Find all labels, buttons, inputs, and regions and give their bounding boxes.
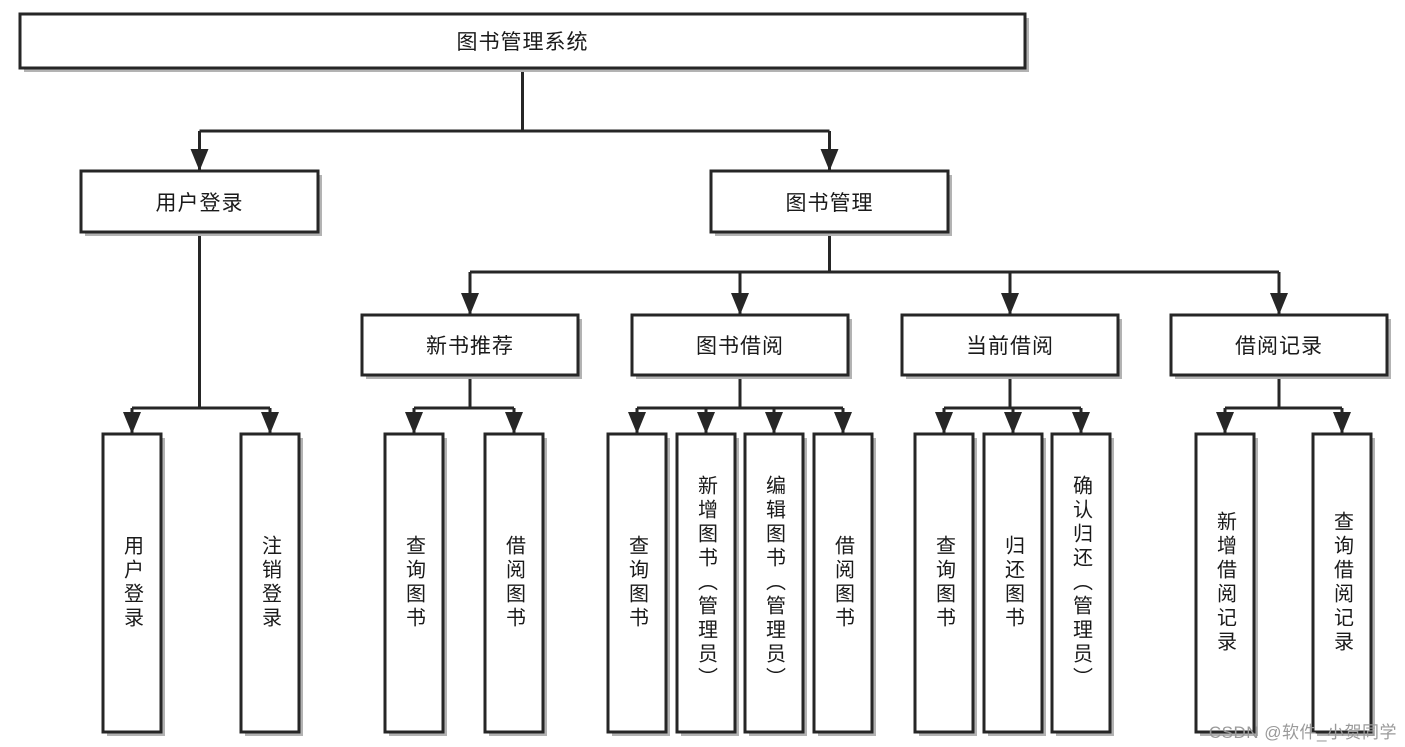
node-current-borrow[interactable] bbox=[900, 313, 1120, 377]
arrow-head bbox=[123, 412, 141, 434]
node-box-layer bbox=[18, 12, 1391, 736]
watermark-text: CSDN @软件_小贺同学 bbox=[1208, 723, 1397, 742]
node-leaf-query-book-1[interactable] bbox=[383, 432, 445, 734]
node-user-login[interactable] bbox=[79, 169, 320, 234]
arrow-head bbox=[1072, 412, 1090, 434]
node-root[interactable] bbox=[18, 12, 1027, 70]
node-leaf-add-record[interactable] bbox=[1194, 432, 1256, 734]
node-leaf-query-book-3[interactable] bbox=[913, 432, 975, 734]
node-borrow-record[interactable] bbox=[1169, 313, 1389, 377]
connector-layer bbox=[123, 68, 1351, 434]
arrow-head bbox=[1333, 412, 1351, 434]
node-new-book-recommend[interactable] bbox=[360, 313, 580, 377]
node-book-manage[interactable] bbox=[709, 169, 950, 234]
arrow-head bbox=[1004, 412, 1022, 434]
arrow-head bbox=[505, 412, 523, 434]
arrow-head bbox=[935, 412, 953, 434]
node-leaf-query-record[interactable] bbox=[1311, 432, 1373, 734]
node-leaf-confirm-return[interactable] bbox=[1050, 432, 1112, 734]
node-leaf-borrow-book-1[interactable] bbox=[483, 432, 545, 734]
arrow-head bbox=[261, 412, 279, 434]
arrow-head bbox=[190, 149, 209, 171]
arrow-head bbox=[405, 412, 423, 434]
arrow-head bbox=[1001, 293, 1019, 315]
node-leaf-borrow-book-2[interactable] bbox=[812, 432, 874, 734]
arrow-head bbox=[628, 412, 646, 434]
node-leaf-logout[interactable] bbox=[239, 432, 301, 734]
node-leaf-add-book[interactable] bbox=[675, 432, 737, 734]
node-book-borrow[interactable] bbox=[630, 313, 850, 377]
arrow-head bbox=[1216, 412, 1234, 434]
arrow-head bbox=[1270, 293, 1288, 315]
arrow-head bbox=[697, 412, 715, 434]
node-leaf-return-book[interactable] bbox=[982, 432, 1044, 734]
node-leaf-user-login[interactable] bbox=[101, 432, 163, 734]
arrow-head bbox=[731, 293, 749, 315]
node-leaf-edit-book[interactable] bbox=[743, 432, 805, 734]
arrow-head bbox=[765, 412, 783, 434]
arrow-head bbox=[834, 412, 852, 434]
arrow-head bbox=[820, 149, 839, 171]
node-leaf-query-book-2[interactable] bbox=[606, 432, 668, 734]
arrow-head bbox=[461, 293, 479, 315]
